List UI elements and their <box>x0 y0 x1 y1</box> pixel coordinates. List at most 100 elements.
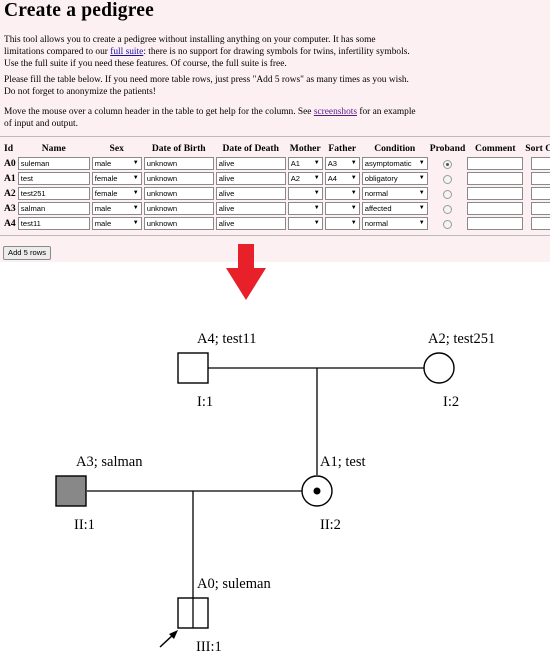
individual-a2-label: A2; test251 <box>428 331 495 347</box>
sex-value: female <box>94 189 118 198</box>
mother-cell: ▼ <box>287 216 324 231</box>
condition-select[interactable]: normal▼ <box>361 187 428 200</box>
sex-select[interactable]: female▼ <box>91 172 142 185</box>
individual-a4-label: A4; test11 <box>197 331 256 347</box>
col-dod[interactable]: Date of Death <box>222 143 279 154</box>
proband-radio[interactable] <box>443 189 452 199</box>
condition-cell: asymptomatic▼ <box>361 156 429 171</box>
dob-cell: unknown <box>143 171 215 186</box>
comment-input[interactable] <box>467 217 524 230</box>
dropdown-caret-icon: ▼ <box>418 160 425 166</box>
dob-input[interactable]: unknown <box>143 217 214 230</box>
sort-order-input[interactable] <box>530 172 550 185</box>
col-id[interactable]: Id <box>4 143 14 154</box>
condition-select[interactable]: affected▼ <box>361 202 428 215</box>
sort-order-input[interactable] <box>530 217 550 230</box>
comment-input[interactable] <box>467 202 524 215</box>
dob-input[interactable]: unknown <box>143 187 214 200</box>
mother-select[interactable]: ▼ <box>287 217 323 230</box>
col-condition[interactable]: Condition <box>374 143 416 154</box>
col-comment[interactable]: Comment <box>475 143 516 154</box>
comment-input[interactable] <box>467 172 524 185</box>
add-5-rows-button[interactable]: Add 5 rows <box>3 246 51 260</box>
mother-select[interactable]: ▼ <box>287 202 323 215</box>
row-id-text: A4 <box>4 218 16 229</box>
name-input[interactable]: salman <box>17 202 90 215</box>
mother-select[interactable]: A1▼ <box>287 157 323 170</box>
col-mother[interactable]: Mother <box>289 143 321 154</box>
table-header-row: Id Name Sex Date of Birth Date of Death … <box>3 142 550 156</box>
dropdown-caret-icon: ▼ <box>132 190 139 196</box>
proband-arrow-icon <box>159 630 178 648</box>
sex-select[interactable]: male▼ <box>91 217 142 230</box>
name-input[interactable]: test <box>17 172 90 185</box>
intro-text: This tool allows you to create a pedigre… <box>4 34 544 70</box>
dod-cell: alive <box>215 216 287 231</box>
father-select[interactable]: ▼ <box>324 187 360 200</box>
dod-cell: alive <box>215 171 287 186</box>
mother-cell: A1▼ <box>287 156 324 171</box>
condition-value: affected <box>364 204 392 213</box>
condition-select[interactable]: normal▼ <box>361 217 428 230</box>
individual-a3-label: A3; salman <box>76 454 143 470</box>
comment-cell <box>466 156 524 171</box>
proband-radio[interactable] <box>443 204 452 214</box>
col-father[interactable]: Father <box>328 143 357 154</box>
dob-input[interactable]: unknown <box>143 172 214 185</box>
mother-select[interactable]: A2▼ <box>287 172 323 185</box>
col-proband[interactable]: Proband <box>429 143 466 154</box>
dob-input[interactable]: unknown <box>143 202 214 215</box>
col-name[interactable]: Name <box>41 143 66 154</box>
dob-input[interactable]: unknown <box>143 157 214 170</box>
sex-select[interactable]: female ▼ <box>91 187 142 200</box>
individual-a3-symbol[interactable] <box>55 475 87 507</box>
individual-a4-symbol[interactable] <box>177 352 209 384</box>
condition-select[interactable]: asymptomatic▼ <box>361 157 428 170</box>
comment-input[interactable] <box>467 187 524 200</box>
condition-select[interactable]: obligatory▼ <box>361 172 428 185</box>
father-select[interactable]: A4▼ <box>324 172 360 185</box>
dob-cell: unknown <box>143 216 215 231</box>
condition-cell: normal▼ <box>361 216 429 231</box>
help-line-1a: Move the mouse over a column header in t… <box>4 107 314 117</box>
row-id: A0 <box>3 156 17 171</box>
sex-select[interactable]: male▼ <box>91 202 142 215</box>
name-input[interactable]: test11 <box>17 217 90 230</box>
mother-select[interactable]: ▼ <box>287 187 323 200</box>
dod-input[interactable]: alive <box>215 172 286 185</box>
dod-input[interactable]: alive <box>215 217 286 230</box>
proband-radio[interactable] <box>443 159 452 169</box>
fill-line-2: Do not forget to anonymize the patients! <box>4 87 156 97</box>
individual-a2-symbol[interactable] <box>423 352 455 384</box>
father-select[interactable]: ▼ <box>324 217 360 230</box>
comment-input[interactable] <box>467 157 524 170</box>
dod-input[interactable]: alive <box>215 187 286 200</box>
sort-order-input[interactable] <box>530 202 550 215</box>
father-select[interactable]: ▼ <box>324 202 360 215</box>
proband-cell <box>429 201 467 216</box>
individual-a0-generation: III:1 <box>196 639 222 655</box>
proband-radio[interactable] <box>443 219 452 229</box>
screenshots-link[interactable]: screenshots <box>313 107 358 117</box>
sort-order-input[interactable] <box>530 157 550 170</box>
father-select[interactable]: A3▼ <box>324 157 360 170</box>
col-dob[interactable]: Date of Birth <box>151 143 206 154</box>
condition-cell: normal▼ <box>361 186 429 201</box>
mother-cell: ▼ <box>287 186 324 201</box>
sort-order-input[interactable] <box>530 187 550 200</box>
father-cell: ▼ <box>324 186 361 201</box>
name-input[interactable]: test251 <box>17 187 90 200</box>
dod-input[interactable]: alive <box>215 202 286 215</box>
dropdown-caret-icon: ▼ <box>350 205 357 211</box>
name-input[interactable]: suleman <box>17 157 90 170</box>
proband-radio[interactable] <box>443 174 452 184</box>
sex-select[interactable]: male▼ <box>91 157 142 170</box>
father-cell: A3▼ <box>324 156 361 171</box>
full-suite-link[interactable]: full suite <box>110 47 144 57</box>
col-sort-order[interactable]: Sort Order <box>525 143 550 154</box>
mother-value: A2 <box>290 174 301 183</box>
col-sex[interactable]: Sex <box>109 143 124 154</box>
dod-input[interactable]: alive <box>215 157 286 170</box>
